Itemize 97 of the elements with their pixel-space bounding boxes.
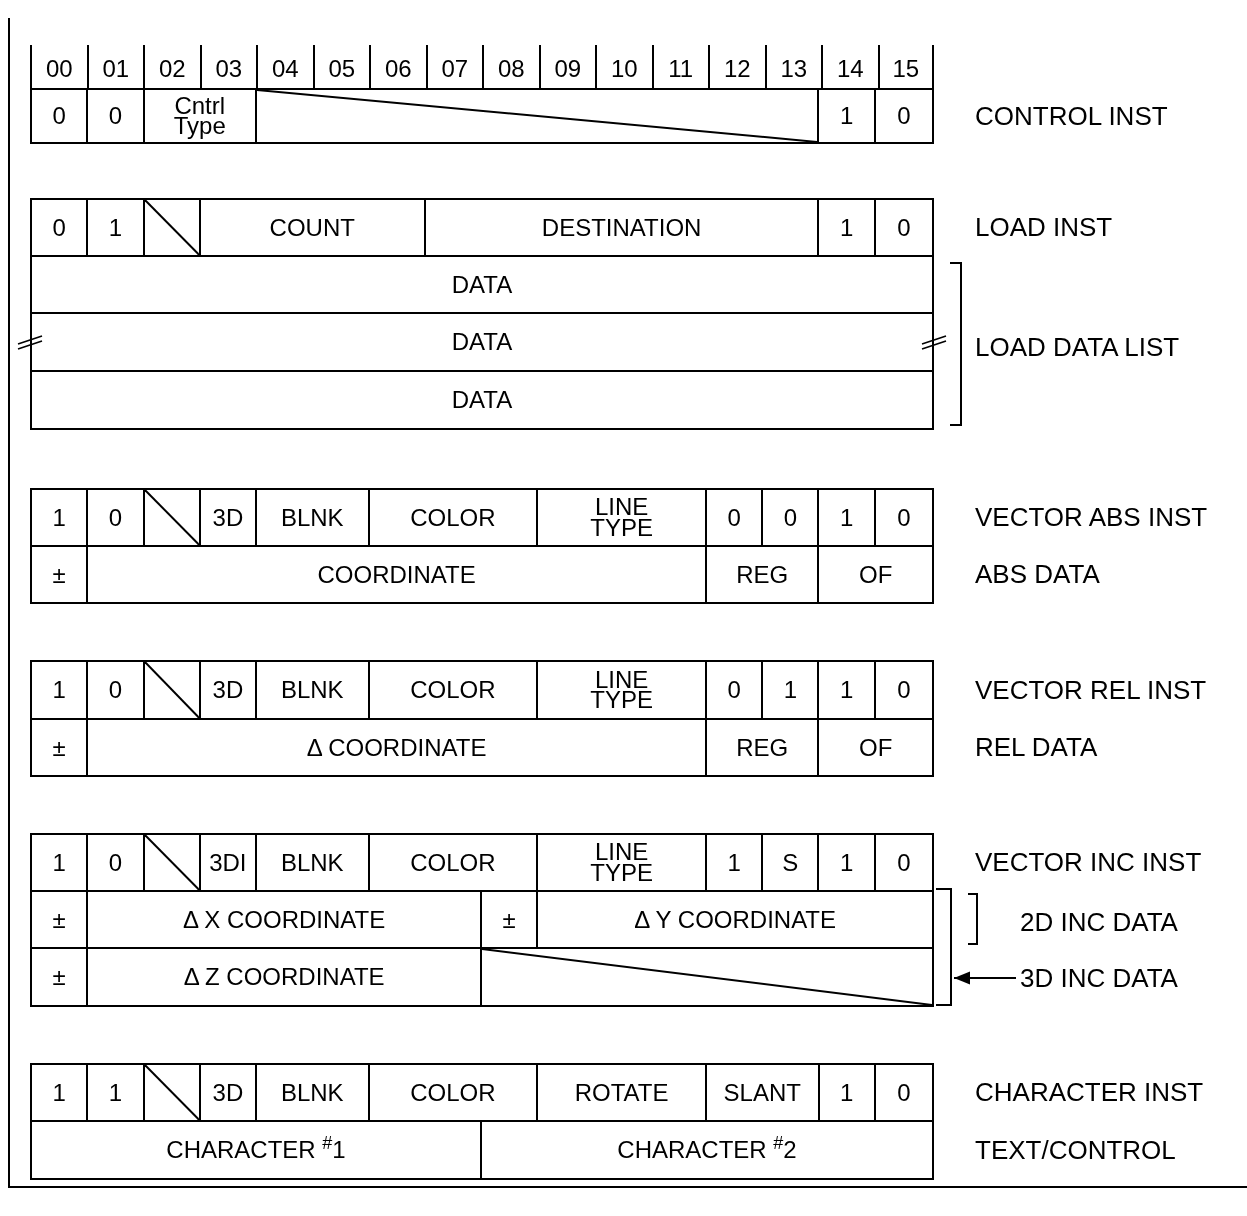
- field-label: 1: [839, 847, 854, 878]
- field-label: 0: [897, 847, 911, 878]
- field-label: 0: [52, 101, 66, 131]
- field-label: Δ Z COORDINATE: [183, 962, 385, 992]
- field-label: ROTATE: [574, 1077, 669, 1108]
- field-label: 1: [108, 1077, 123, 1108]
- field-label: 0: [727, 675, 741, 705]
- row-label: TEXT/CONTROL: [975, 1133, 1176, 1167]
- field-label: 1: [839, 1077, 854, 1108]
- instruction-word-row: [30, 890, 934, 949]
- field-label: SLANT: [723, 1077, 801, 1108]
- field-label: BLNK: [280, 847, 344, 878]
- field-label: ±: [52, 904, 66, 935]
- field-label: 3D: [212, 1077, 244, 1108]
- field-label: 1: [727, 847, 741, 878]
- field-label: DATA: [451, 269, 513, 300]
- field-label: COUNT: [269, 212, 355, 243]
- field-label: 3D: [212, 675, 244, 705]
- field-label: 1: [52, 1077, 66, 1108]
- field-label: DESTINATION: [541, 212, 702, 243]
- row-label: 3D INC DATA: [1020, 961, 1178, 995]
- field-label: S: [782, 847, 799, 878]
- field-label: 1: [108, 212, 123, 243]
- row-label: VECTOR ABS INST: [975, 501, 1208, 534]
- field-label: REG: [736, 732, 789, 763]
- group-label: LOAD DATA LIST: [975, 331, 1180, 364]
- field-label: ±: [52, 732, 66, 763]
- instruction-word-row: [30, 255, 934, 314]
- field-label: 0: [897, 502, 911, 533]
- instruction-word-row: [30, 545, 934, 604]
- field-label: 3DI: [209, 847, 247, 878]
- row-label: ABS DATA: [975, 558, 1100, 591]
- field-label: 0: [108, 847, 123, 878]
- field-label: Δ X COORDINATE: [183, 904, 386, 935]
- instruction-word-row: [30, 88, 934, 144]
- row-label: REL DATA: [975, 731, 1098, 764]
- field-label: LINE TYPE: [590, 842, 653, 883]
- instruction-word-row: [30, 488, 934, 547]
- field-label: REG: [736, 559, 789, 590]
- instruction-word-row: [30, 312, 934, 372]
- row-label: CHARACTER INST: [975, 1076, 1204, 1109]
- instruction-word-row: [30, 370, 934, 430]
- instruction-word-row: [30, 718, 934, 777]
- field-label: 0: [108, 502, 123, 533]
- field-label: COLOR: [410, 675, 496, 705]
- instruction-word-row: [30, 833, 934, 892]
- field-label: 1: [839, 502, 854, 533]
- row-label: LOAD INST: [975, 211, 1113, 244]
- row-label: VECTOR INC INST: [975, 846, 1202, 879]
- field-label: ±: [502, 904, 516, 935]
- field-label: 0: [897, 212, 911, 243]
- field-label: 1: [52, 502, 66, 533]
- instruction-word-row: [30, 1063, 934, 1122]
- instruction-word-row: [30, 1120, 934, 1180]
- field-label: 0: [897, 1077, 911, 1108]
- field-label: ±: [52, 559, 66, 590]
- instruction-word-row: [30, 947, 934, 1007]
- field-label: OF: [859, 559, 893, 590]
- field-label: LINE TYPE: [590, 497, 653, 538]
- field-label: BLNK: [280, 1077, 344, 1108]
- field-label: DATA: [451, 385, 513, 415]
- row-label: CONTROL INST: [975, 99, 1168, 133]
- field-label: BLNK: [280, 502, 344, 533]
- row-label: VECTOR REL INST: [975, 673, 1207, 707]
- field-label: Δ COORDINATE: [306, 732, 487, 763]
- group-label: 2D INC DATA: [1020, 906, 1178, 939]
- field-label: 0: [108, 101, 123, 131]
- field-label: 1: [839, 101, 854, 131]
- arrow: [953, 971, 1017, 985]
- field-label: 0: [783, 502, 797, 533]
- field-label: 0: [108, 675, 123, 705]
- field-label: BLNK: [280, 675, 344, 705]
- field-label: 0: [727, 502, 741, 533]
- field-label: OF: [859, 732, 893, 763]
- field-label: DATA: [451, 327, 513, 357]
- field-label: Δ Y COORDINATE: [634, 904, 837, 935]
- field-label: COLOR: [410, 847, 496, 878]
- field-label: COLOR: [410, 502, 496, 533]
- field-label: 0: [897, 675, 911, 705]
- instruction-word-row: [30, 198, 934, 257]
- field-label: COLOR: [410, 1077, 496, 1108]
- field-label: Cntrl Type: [173, 95, 226, 137]
- field-label: 1: [52, 675, 66, 705]
- field-label: CHARACTER $^{#}$1: [166, 1135, 346, 1165]
- field-label: COORDINATE: [317, 559, 476, 590]
- bracket: [936, 888, 952, 1006]
- field-label: 1: [839, 212, 854, 243]
- field-label: LINE TYPE: [590, 669, 653, 711]
- field-label: 0: [52, 212, 66, 243]
- field-label: 3D: [212, 502, 244, 533]
- field-label: 1: [783, 675, 797, 705]
- field-label: 0: [897, 101, 911, 131]
- field-label: 1: [52, 847, 66, 878]
- field-label: 1: [839, 675, 854, 705]
- field-label: ±: [52, 962, 66, 992]
- field-label: CHARACTER $^{#}$2: [617, 1135, 797, 1165]
- instruction-word-row: [30, 660, 934, 720]
